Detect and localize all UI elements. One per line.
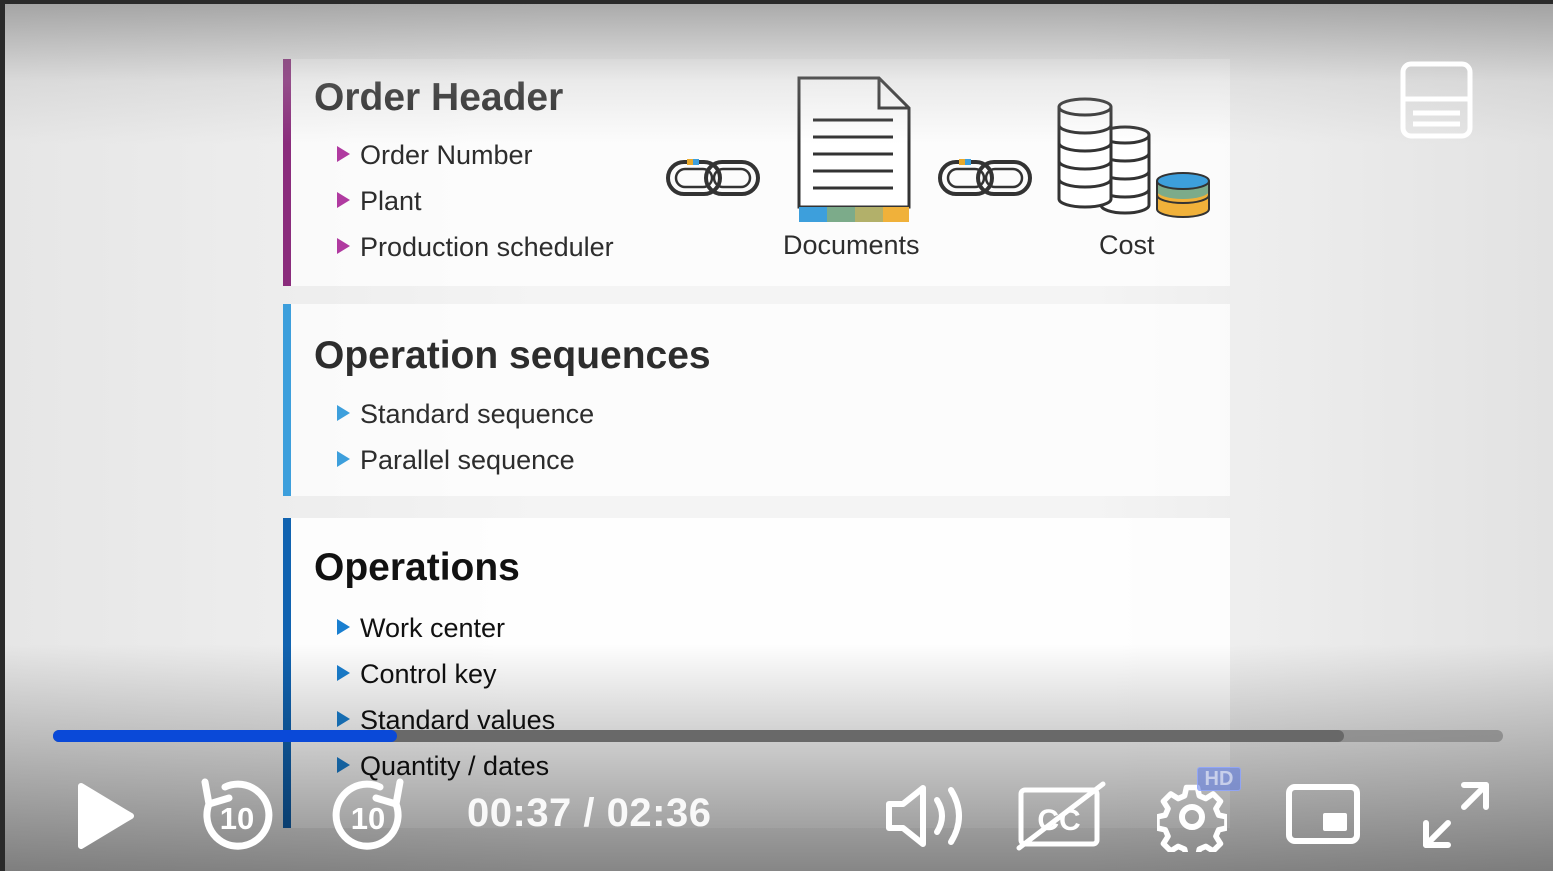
operations-title: Operations — [314, 546, 520, 589]
hd-quality-badge: HD — [1197, 767, 1241, 791]
operation-sequences-list: Standard sequence Parallel sequence — [337, 391, 594, 483]
closed-captions-off-icon[interactable]: CC — [1015, 780, 1107, 852]
bullet-triangle-icon — [337, 711, 350, 727]
time-display: 00:37 / 02:36 — [467, 791, 712, 835]
bullet-triangle-icon — [337, 146, 350, 162]
list-item: Order Number — [337, 132, 614, 178]
list-item: Control key — [337, 651, 555, 697]
play-icon[interactable] — [73, 780, 137, 852]
chain-link-icon — [666, 159, 760, 196]
forward-10-icon[interactable]: 10 — [328, 774, 410, 856]
order-header-accent-bar — [283, 59, 291, 286]
rewind-10-icon[interactable]: 10 — [195, 774, 277, 856]
svg-text:10: 10 — [220, 801, 254, 836]
bullet-triangle-icon — [337, 238, 350, 254]
video-player[interactable]: Order Header Order Number Plant Producti… — [5, 4, 1553, 871]
operation-sequences-panel: Operation sequences Standard sequence Pa… — [283, 304, 1230, 496]
playback-progress — [53, 730, 397, 742]
volume-icon[interactable] — [883, 782, 971, 850]
order-header-panel: Order Header Order Number Plant Producti… — [283, 59, 1230, 286]
svg-text:10: 10 — [351, 801, 385, 836]
cost-label: Cost — [1099, 230, 1155, 260]
list-item: Plant — [337, 178, 614, 224]
bullet-triangle-icon — [337, 757, 350, 773]
documents-label: Documents — [783, 230, 920, 260]
order-header-list: Order Number Plant Production scheduler — [337, 132, 614, 270]
bullet-triangle-icon — [337, 665, 350, 681]
bullet-triangle-icon — [337, 619, 350, 635]
bullet-triangle-icon — [337, 192, 350, 208]
operation-sequences-accent-bar — [283, 304, 291, 496]
list-item: Quantity / dates — [337, 743, 555, 789]
document-icon — [797, 76, 911, 222]
captions-panel-icon[interactable] — [1400, 61, 1473, 139]
seek-bar[interactable] — [53, 730, 1503, 742]
cost-coins-icon — [1057, 97, 1210, 218]
bullet-triangle-icon — [337, 405, 350, 421]
chain-link-icon — [938, 159, 1032, 196]
list-item: Work center — [337, 605, 555, 651]
list-item: Parallel sequence — [337, 437, 594, 483]
settings-icon[interactable] — [1157, 782, 1227, 852]
list-item: Standard sequence — [337, 391, 594, 437]
bullet-triangle-icon — [337, 451, 350, 467]
operation-sequences-title: Operation sequences — [314, 334, 711, 377]
picture-in-picture-icon[interactable] — [1285, 783, 1361, 845]
fullscreen-icon[interactable] — [1420, 779, 1492, 851]
operations-list: Work center Control key Standard values … — [337, 605, 555, 789]
order-header-title: Order Header — [314, 76, 564, 119]
list-item: Production scheduler — [337, 224, 614, 270]
operations-accent-bar — [283, 518, 291, 828]
